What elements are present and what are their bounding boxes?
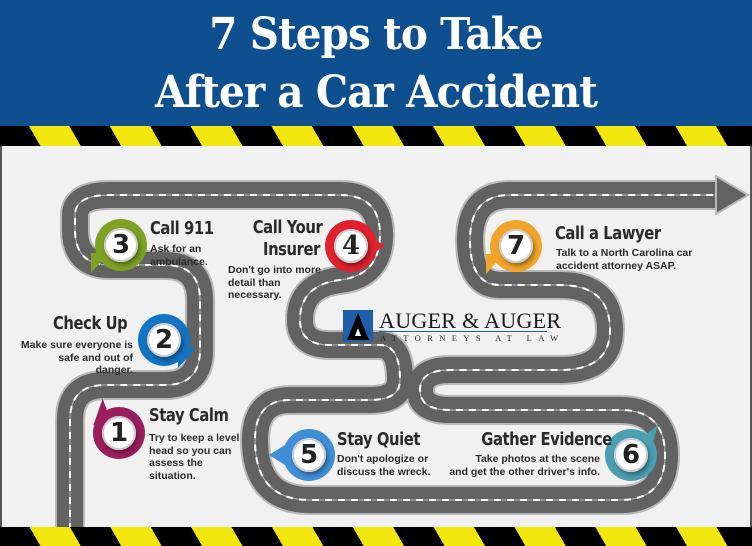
hazard-stripe-bottom bbox=[0, 527, 752, 546]
step-3-title: Call 911 bbox=[150, 218, 214, 239]
page-title-line-1: 7 Steps to Take bbox=[209, 9, 543, 60]
step-7-number: 7 bbox=[499, 229, 533, 263]
logo-mark-icon bbox=[343, 310, 373, 342]
step-4-pin: 4 bbox=[325, 220, 385, 272]
logo-name: AUGER & AUGER bbox=[379, 308, 562, 333]
arrow-right-icon bbox=[715, 174, 750, 216]
step-6-pin: 6 bbox=[605, 421, 658, 481]
step-4-number: 4 bbox=[334, 229, 368, 263]
logo-divider bbox=[379, 331, 547, 332]
step-1-number: 1 bbox=[102, 416, 136, 450]
step-5-title: Stay Quiet bbox=[337, 429, 421, 450]
step-5-pin: 5 bbox=[269, 429, 335, 481]
step-5-number: 5 bbox=[292, 438, 326, 472]
step-6-title: Gather Evidence bbox=[481, 429, 612, 450]
step-1-pin: 1 bbox=[85, 398, 145, 459]
step-7-pin: 7 bbox=[486, 220, 542, 274]
step-6-number: 6 bbox=[614, 438, 648, 472]
step-2-number: 2 bbox=[147, 323, 181, 357]
auger-logo: AUGER & AUGER ATTORNEYS AT LAW bbox=[343, 308, 561, 344]
step-2-pin: 2 bbox=[138, 314, 196, 368]
step-1-title: Stay Calm bbox=[149, 405, 229, 426]
step-3-number: 3 bbox=[104, 228, 138, 262]
step-3-pin: 3 bbox=[91, 219, 147, 273]
step-2-title: Check Up bbox=[53, 313, 128, 334]
hazard-stripe-top bbox=[0, 126, 752, 146]
logo-subtitle: ATTORNEYS AT LAW bbox=[380, 333, 565, 343]
step-7-title: Call a Lawyer bbox=[555, 223, 661, 244]
page-title-line-2: After a Car Accident bbox=[154, 67, 598, 118]
header-banner: 7 Steps to Take After a Car Accident bbox=[0, 0, 752, 126]
